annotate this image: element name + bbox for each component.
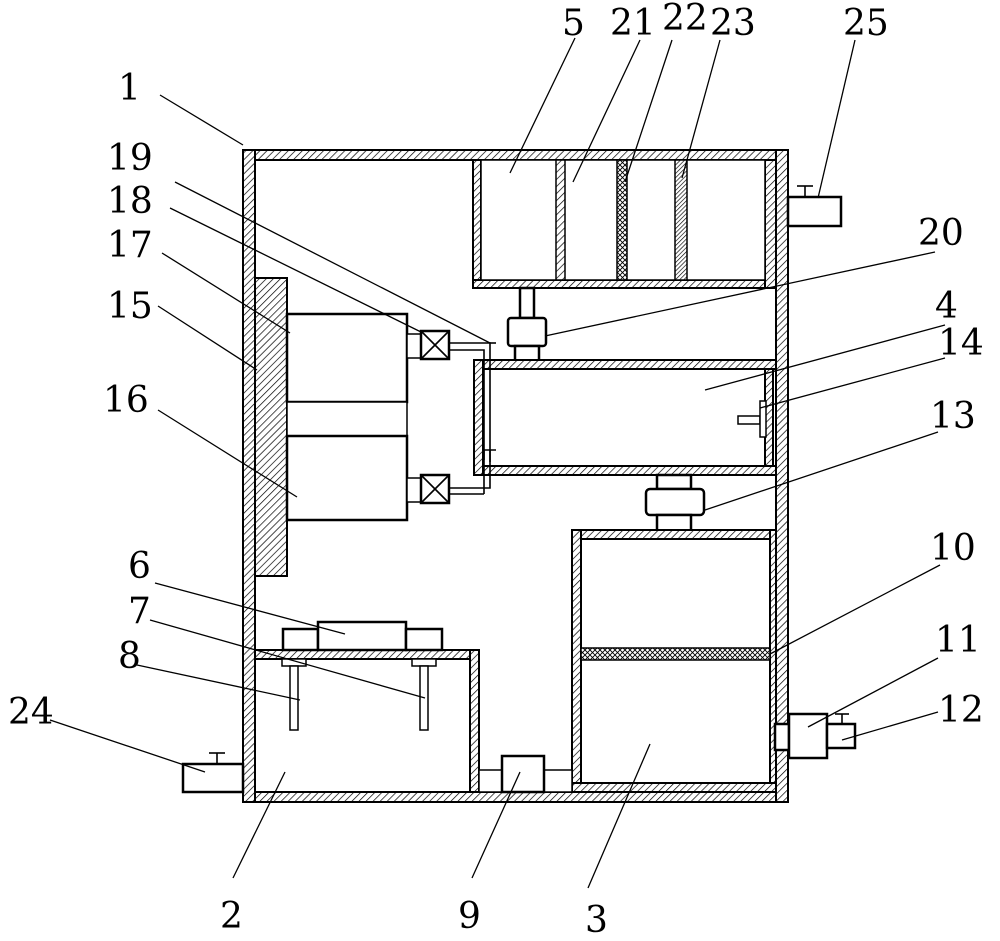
label-18: 18 (107, 181, 153, 222)
valve-11 (773, 712, 857, 760)
label-4: 4 (935, 286, 958, 327)
tank-3 (571, 529, 777, 793)
label-3: 3 (585, 900, 608, 941)
label-6: 6 (128, 546, 151, 587)
label-16: 16 (103, 380, 149, 421)
pump-9 (478, 754, 573, 794)
heater-assembly-6 (281, 620, 444, 731)
sensor-14 (737, 400, 767, 438)
mesh-layer-10 (580, 647, 771, 661)
filter-layer-23 (674, 159, 688, 281)
mounting-plate-15 (254, 277, 288, 577)
unit-16 (285, 434, 409, 522)
leader-lines (49, 37, 946, 889)
label-1: 1 (118, 68, 141, 109)
label-15: 15 (107, 286, 153, 327)
label-25: 25 (843, 3, 889, 44)
label-22: 22 (662, 0, 708, 39)
label-13: 13 (930, 396, 976, 437)
fan-20 (506, 286, 548, 364)
label-7: 7 (128, 591, 151, 632)
label-8: 8 (118, 636, 141, 677)
tank-2 (254, 649, 480, 793)
label-17: 17 (107, 225, 153, 266)
tank-4 (473, 359, 777, 476)
valve-19 (406, 449, 496, 505)
label-21: 21 (610, 3, 656, 44)
label-5: 5 (562, 3, 585, 44)
label-20: 20 (918, 213, 964, 254)
filter-layer-22 (616, 159, 628, 281)
pump-13 (644, 473, 706, 535)
filter-layer-21 (555, 159, 566, 281)
label-19: 19 (107, 138, 153, 179)
inlet-pipe-24 (181, 752, 245, 794)
unit-17 (285, 312, 409, 404)
outlet-pipe-25 (786, 185, 843, 228)
label-10: 10 (930, 528, 976, 569)
label-11: 11 (935, 620, 981, 661)
spacer (286, 401, 408, 437)
label-9: 9 (458, 896, 481, 937)
label-14: 14 (938, 323, 984, 364)
filter-chamber (472, 159, 777, 289)
label-2: 2 (220, 896, 243, 937)
labels: 1 19 18 17 15 16 6 7 8 24 2 9 3 5 21 22 … (8, 0, 984, 941)
label-23: 23 (710, 3, 756, 44)
label-24: 24 (8, 692, 54, 733)
label-12: 12 (938, 690, 984, 731)
